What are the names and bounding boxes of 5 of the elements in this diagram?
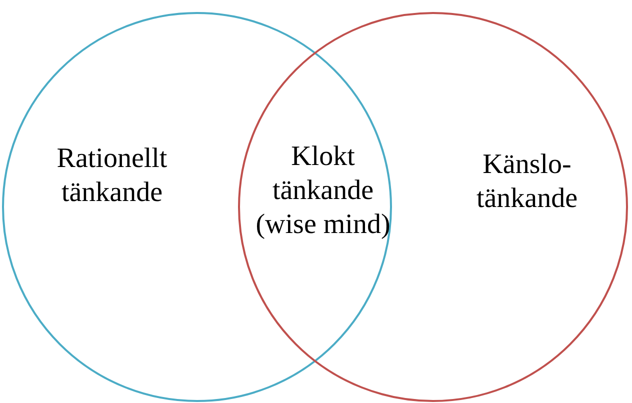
- circle-label: Känslo- tänkande: [475, 148, 579, 216]
- venn-circle: [2, 12, 392, 402]
- overlap-label: Klokt tänkande (wise mind): [254, 140, 392, 242]
- venn-circle: [238, 12, 628, 402]
- circle-label: Rationellt tänkande: [56, 142, 168, 210]
